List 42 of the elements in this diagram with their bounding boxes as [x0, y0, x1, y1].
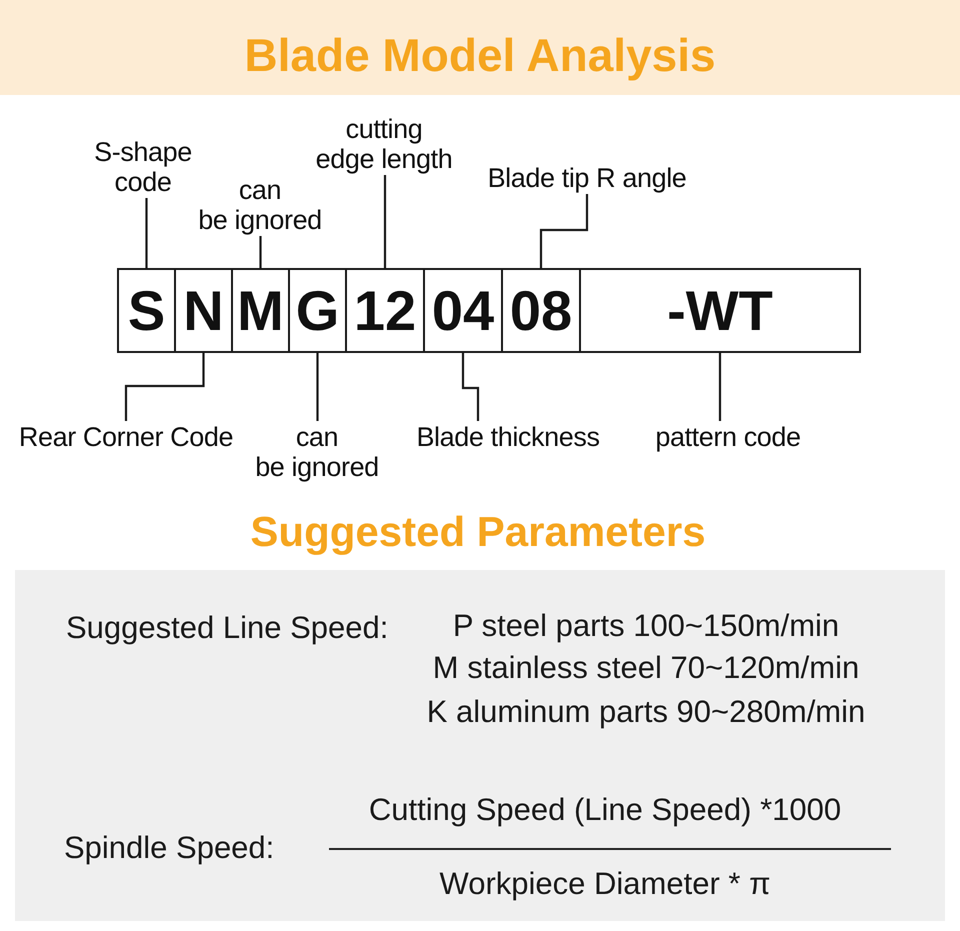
code-segment-box	[288, 268, 347, 353]
callout-label: S-shape code	[94, 137, 192, 197]
section-heading: Suggested Parameters	[250, 508, 706, 556]
code-characters: G	[296, 280, 340, 340]
code-characters: M	[237, 280, 284, 340]
code-segment-box	[423, 268, 503, 353]
callout-label: pattern code	[655, 422, 801, 452]
code-segment-box	[117, 268, 176, 353]
parameters-panel	[15, 570, 945, 921]
leader-line	[540, 194, 588, 268]
code-segment-box	[579, 268, 861, 353]
callout-label: Blade tip R angle	[488, 163, 686, 193]
code-characters: N	[183, 280, 224, 340]
formula-numerator: Cutting Speed (Line Speed) *1000	[368, 791, 842, 829]
leader-line	[124, 353, 205, 421]
code-characters: 04	[432, 280, 494, 340]
leader-line	[718, 353, 722, 421]
code-segment-box	[231, 268, 290, 353]
code-segment-box	[174, 268, 233, 353]
formula-denominator: Workpiece Diameter * π	[440, 865, 770, 903]
leader-line	[384, 175, 386, 268]
speed-value: K aluminum parts 90~280m/min	[426, 693, 866, 731]
code-characters: -WT	[667, 280, 773, 340]
parameter-label: Spindle Speed:	[64, 829, 274, 867]
callout-label: cutting edge length	[316, 114, 452, 174]
code-characters: 08	[510, 280, 572, 340]
leader-line	[259, 236, 262, 268]
speed-value: P steel parts 100~150m/min	[452, 607, 840, 645]
speed-value: M stainless steel 70~120m/min	[432, 649, 860, 687]
callout-label: can be ignored	[255, 422, 379, 482]
callout-label: Rear Corner Code	[18, 422, 234, 452]
parameter-label: Suggested Line Speed:	[66, 609, 388, 647]
diagram-title: Blade Model Analysis	[244, 28, 716, 82]
callout-label: Blade thickness	[416, 422, 600, 452]
callout-label: can be ignored	[198, 175, 322, 235]
code-characters: 12	[354, 280, 416, 340]
code-segment-box	[345, 268, 425, 353]
leader-line	[316, 353, 319, 421]
leader-line	[462, 353, 480, 421]
code-segment-box	[501, 268, 581, 353]
leader-line	[145, 198, 148, 268]
code-characters: S	[128, 280, 166, 340]
